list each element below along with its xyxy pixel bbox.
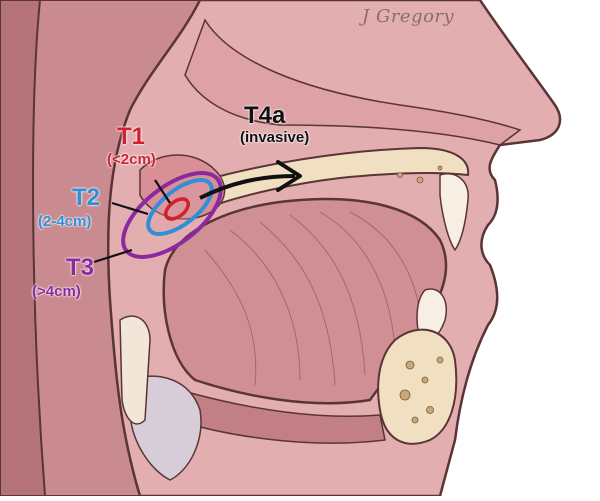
t1-size-label: (<2cm)	[107, 151, 156, 168]
t2-label: T2	[72, 184, 101, 211]
hyoid-region	[129, 375, 202, 481]
t2-size-label: (2-4cm)	[38, 213, 92, 230]
bone-marrow-spots	[397, 165, 444, 424]
upper-teeth	[439, 173, 469, 252]
epiglottis	[119, 315, 151, 425]
t3-leader-line	[93, 248, 133, 264]
t4a-label: T4a	[244, 102, 286, 129]
t1-leader-line	[154, 179, 171, 204]
arrow-head-icon	[276, 160, 302, 192]
t4a-size-label: (invasive)	[240, 129, 310, 146]
t1-tumor-ring	[164, 197, 190, 221]
t2-tumor-ring	[146, 178, 214, 236]
t2-leader-line	[111, 201, 149, 216]
nasal-tissue	[184, 18, 522, 146]
floor-of-mouth	[174, 389, 386, 444]
mandible	[377, 328, 458, 445]
t4a-invasion-arrow	[199, 174, 296, 200]
posterior-pharynx	[0, 0, 47, 497]
tongue-muscle-fibers	[204, 211, 421, 386]
artist-signature: J Gregory	[362, 6, 455, 27]
t3-label: T3	[66, 254, 95, 281]
t3-size-label: (>4cm)	[32, 283, 81, 300]
t1-label: T1	[117, 123, 146, 150]
